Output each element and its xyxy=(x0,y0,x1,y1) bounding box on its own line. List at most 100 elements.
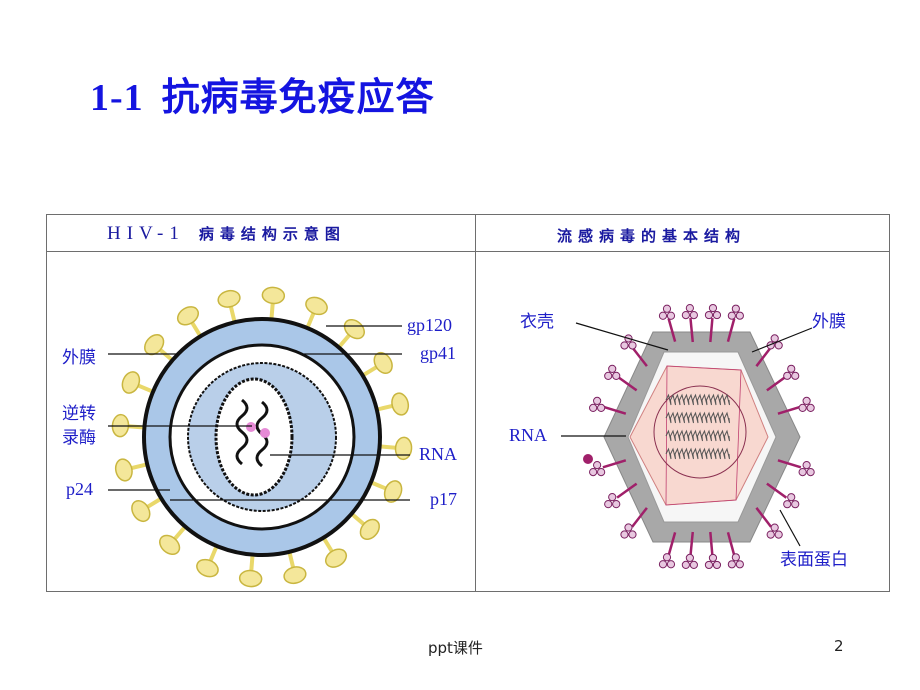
flu-spike-knob xyxy=(689,310,698,320)
flu-spike-knob xyxy=(589,403,598,412)
flu-spike-knob xyxy=(806,468,815,477)
flu-spike-stem xyxy=(709,317,714,343)
hiv-label-p17: p17 xyxy=(430,489,457,509)
flu-spike-knob xyxy=(620,530,629,539)
gp120-knob xyxy=(391,392,410,416)
flu-spike-knob xyxy=(704,560,714,570)
flu-spike-knob xyxy=(798,468,807,477)
flu-spike-knob xyxy=(608,364,617,373)
flu-spike-knob xyxy=(666,311,676,320)
flu-spike-knob xyxy=(604,500,613,509)
hiv-spikes xyxy=(111,286,413,588)
hiv-rna-strand-1 xyxy=(235,398,249,466)
flu-spike-stem xyxy=(777,459,802,469)
flu-label-envelope: 外膜 xyxy=(812,312,846,332)
flu-spike-knob xyxy=(628,341,637,350)
table-divider-vertical xyxy=(475,215,476,591)
flu-diagram xyxy=(561,303,815,570)
flu-rna-segment xyxy=(665,393,730,406)
flu-spike-knob xyxy=(662,553,672,562)
flu-spike-knob xyxy=(593,396,602,405)
flu-rna-segment xyxy=(665,411,730,424)
flu-spike-knob xyxy=(662,304,672,313)
flu-spike-stem xyxy=(667,532,677,556)
gp120-knob xyxy=(359,518,380,540)
flu-spike-stem xyxy=(616,482,638,499)
gp120-knob xyxy=(144,334,165,356)
flu-spike-knob xyxy=(593,461,602,470)
flu-spike-knob xyxy=(787,364,796,373)
flu-spike-knob xyxy=(787,493,796,502)
flu-spikes xyxy=(583,303,815,570)
flu-spike-stem xyxy=(616,375,638,392)
reverse-transcriptase-1 xyxy=(246,422,256,432)
flu-spike-knob xyxy=(770,523,779,532)
footer-source: ppt课件 xyxy=(428,639,483,657)
flu-spike-knob xyxy=(708,553,718,563)
flu-spike-stem xyxy=(726,318,736,342)
table-divider-horizontal xyxy=(47,251,889,252)
flu-spike-knob xyxy=(608,493,617,502)
gp120-knob xyxy=(383,480,403,503)
flu-spike-knob xyxy=(620,341,629,350)
flu-spike-knob xyxy=(770,334,779,343)
flu-spike-stem xyxy=(755,507,773,528)
hiv-label-envelope: 外膜 xyxy=(62,348,96,368)
hiv-label-gp41: gp41 xyxy=(420,343,456,363)
flu-spike-stem xyxy=(689,317,695,343)
flu-spike-knob xyxy=(798,403,807,412)
flu-spike-knob xyxy=(735,560,744,569)
hiv-label-rna: RNA xyxy=(419,444,458,464)
flu-spike-knob xyxy=(681,310,690,320)
flu-spike-knob xyxy=(708,303,718,313)
flu-spike-knob xyxy=(766,530,775,539)
flu-spike-head xyxy=(583,454,593,464)
flu-label-capsid: 衣壳 xyxy=(520,312,554,332)
flu-spike-knob xyxy=(806,403,815,412)
flu-spike-stem xyxy=(777,405,802,415)
gp120-knob xyxy=(159,534,181,555)
flu-spike-knob xyxy=(685,303,694,313)
flu-spike-knob xyxy=(791,500,800,509)
flu-spike-knob xyxy=(727,560,736,569)
flu-rna-segment xyxy=(665,429,730,442)
flu-spike-stem xyxy=(766,482,788,499)
gp120-knob xyxy=(176,306,200,326)
flu-spike-knob xyxy=(735,311,744,320)
flu-spike-knob xyxy=(681,560,690,570)
flu-spike-knob xyxy=(597,468,606,477)
flu-spike-stem xyxy=(631,346,648,367)
flu-spike-knob xyxy=(604,371,613,380)
flu-spike-knob xyxy=(783,371,792,380)
gp120-knob xyxy=(343,319,365,340)
flu-spike-knob xyxy=(597,403,606,412)
hiv-diagram xyxy=(108,286,413,588)
flu-inner-rim xyxy=(665,365,742,506)
page-number: 2 xyxy=(834,637,844,655)
flu-spike-knob xyxy=(612,500,621,509)
flu-label-surface-protein: 表面蛋白 xyxy=(780,550,848,570)
gp120-knob xyxy=(305,296,328,316)
gp120-knob xyxy=(121,371,141,394)
flu-spike-stem xyxy=(689,531,695,557)
flu-spike-knob xyxy=(731,553,740,562)
flu-spike-knob xyxy=(624,523,633,532)
flu-rna-coils xyxy=(665,393,730,460)
reverse-transcriptase-2 xyxy=(260,428,270,438)
flu-spike-stem xyxy=(602,405,627,415)
flu-spike-knob xyxy=(704,310,714,320)
flu-spike-knob xyxy=(802,461,811,470)
flu-spike-stem xyxy=(602,459,627,469)
flu-spike-knob xyxy=(783,500,792,509)
flu-spike-stem xyxy=(726,532,736,556)
flu-spike-knob xyxy=(589,468,598,477)
flu-spike-knob xyxy=(666,560,676,569)
gp120-knob xyxy=(217,289,241,308)
flu-spike-stem xyxy=(631,507,648,528)
gp120-knob xyxy=(261,286,286,305)
hiv-header-latin: HIV-1 xyxy=(107,223,185,244)
